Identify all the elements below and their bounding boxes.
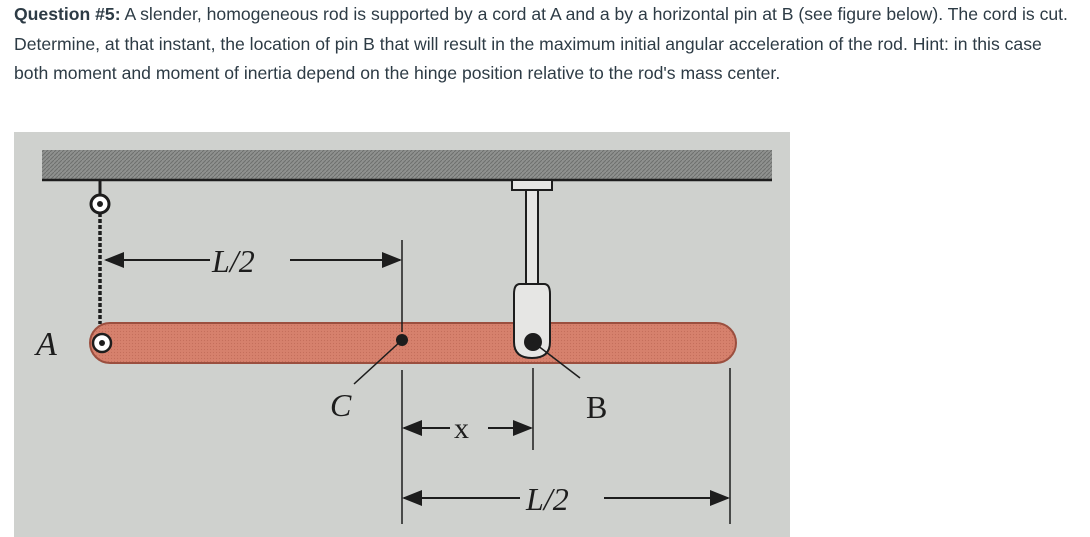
rod-diagram: A C B L/2 x L/2 [14, 132, 790, 537]
rod [89, 322, 737, 364]
question-body: A slender, homogeneous rod is supported … [14, 4, 1068, 84]
question-label: Question #5: [14, 4, 121, 24]
support-b-stem [525, 189, 539, 285]
pin-a-center [99, 340, 105, 346]
leader-b [532, 341, 581, 379]
label-c: C [330, 387, 352, 423]
question-text: Question #5: A slender, homogeneous rod … [14, 0, 1076, 89]
leader-c [353, 339, 403, 385]
rod-figure: A C B L/2 x L/2 [14, 132, 790, 537]
dim-lower-label: L/2 [525, 481, 569, 517]
cord-ring-hole [97, 201, 103, 207]
dim-upper-label: L/2 [211, 243, 255, 279]
dim-x-label: x [454, 412, 469, 445]
label-b: B [586, 389, 607, 425]
label-a: A [34, 326, 57, 363]
ceiling [42, 150, 772, 180]
support-b-mount [511, 179, 553, 191]
